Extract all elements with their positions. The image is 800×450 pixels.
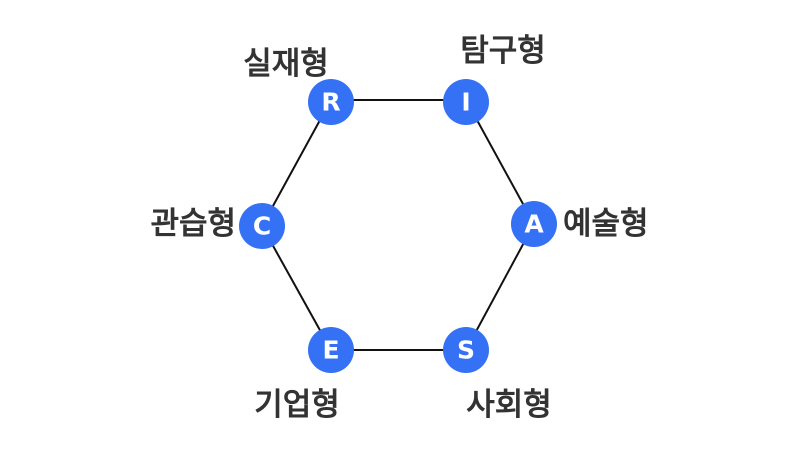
- label-social: 사회형: [466, 387, 552, 423]
- edge-e-c: [261, 225, 332, 351]
- node-s-letter: S: [457, 336, 475, 365]
- label-realistic: 실재형: [243, 46, 329, 82]
- node-e-circle: [308, 327, 354, 373]
- node-c-circle: [239, 203, 285, 249]
- node-c-letter: C: [253, 212, 271, 241]
- node-e: E 기업형: [254, 327, 354, 423]
- node-i: I 탐구형: [443, 33, 546, 125]
- edge-a-s: [465, 223, 535, 351]
- node-r: R 실재형: [243, 46, 354, 125]
- label-conventional: 관습형: [150, 206, 236, 242]
- node-s: S 사회형: [443, 327, 552, 423]
- node-r-letter: R: [321, 88, 340, 117]
- node-i-letter: I: [461, 88, 470, 117]
- label-artistic: 예술형: [563, 206, 649, 242]
- node-c: C 관습형: [150, 203, 285, 249]
- label-enterprising: 기업형: [254, 387, 340, 423]
- node-a-circle: [511, 201, 557, 247]
- label-investigative: 탐구형: [460, 33, 546, 69]
- node-s-circle: [443, 327, 489, 373]
- hexagon-edges: [261, 99, 535, 351]
- node-a: A 예술형: [511, 201, 649, 247]
- node-a-letter: A: [524, 210, 544, 239]
- node-e-letter: E: [322, 336, 339, 365]
- node-i-circle: [443, 79, 489, 125]
- node-r-circle: [308, 79, 354, 125]
